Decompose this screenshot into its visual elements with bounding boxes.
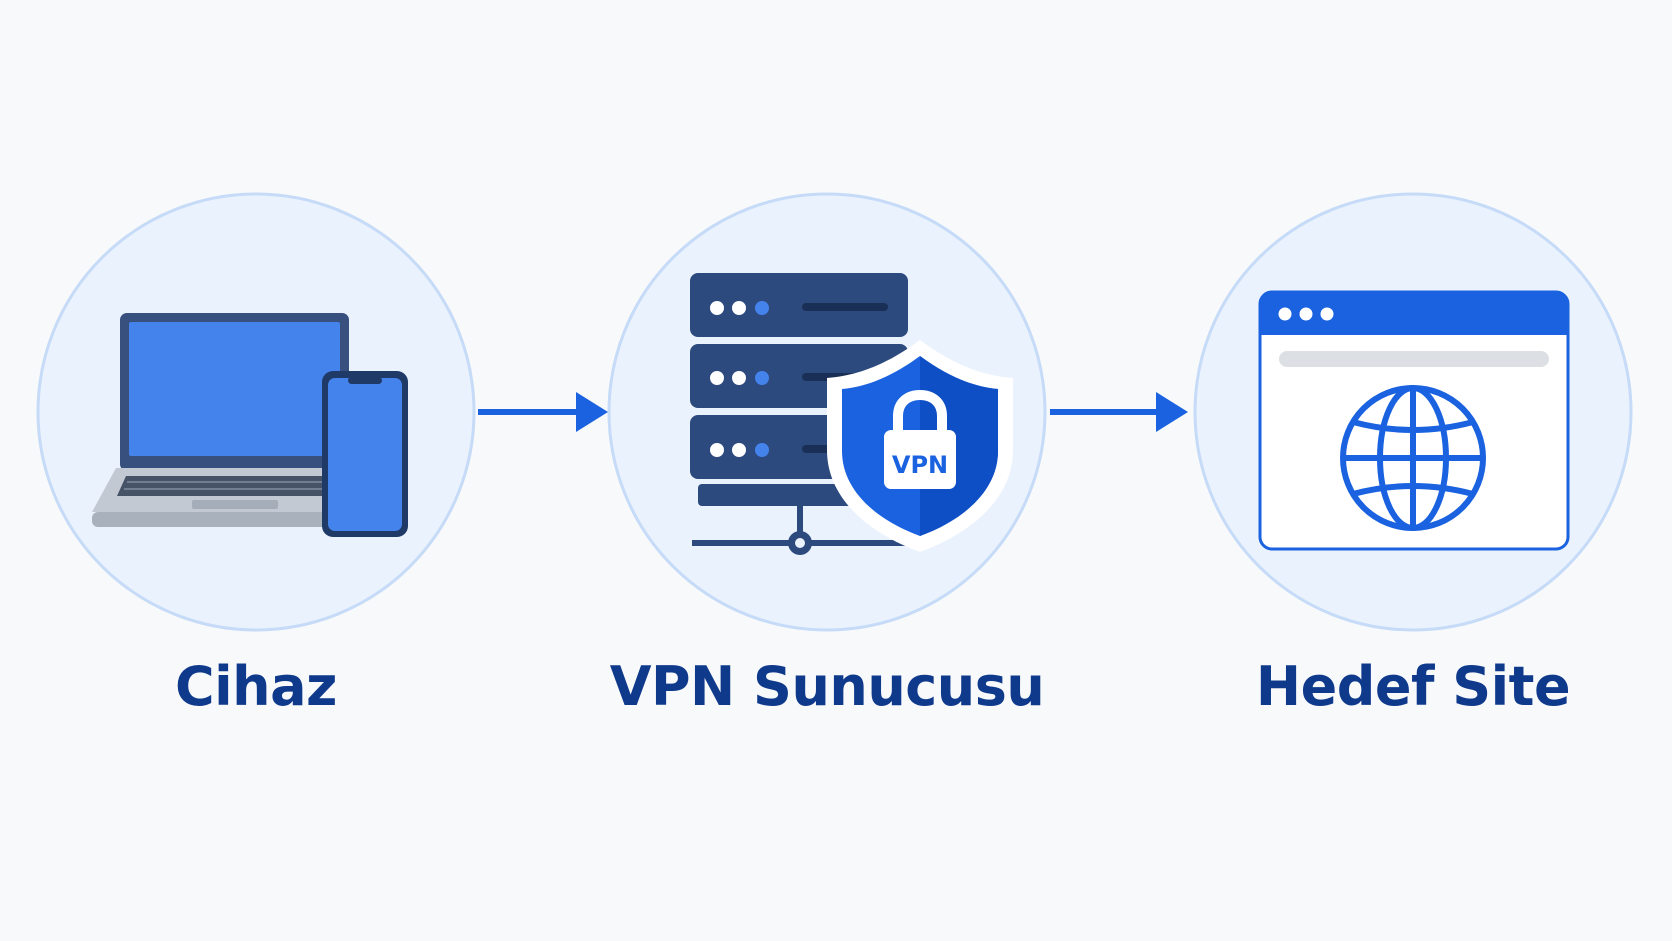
window-dot <box>1278 307 1292 321</box>
browser-globe-icon <box>1258 290 1570 551</box>
vpn-server-label: VPN Sunucusu <box>609 655 1045 718</box>
browser-title-bar <box>1260 292 1568 335</box>
vpn-badge-text: VPN <box>892 451 948 479</box>
padlock-icon: VPN <box>884 389 956 489</box>
globe-icon <box>1340 385 1486 531</box>
window-dot <box>1320 307 1334 321</box>
window-dot <box>1299 307 1313 321</box>
arrow-device-to-vpn <box>478 392 608 432</box>
target-site-label: Hedef Site <box>1255 655 1571 718</box>
address-bar <box>1279 351 1549 367</box>
laptop-icon <box>92 313 380 527</box>
phone-icon <box>322 371 408 537</box>
device-label: Cihaz <box>175 655 337 718</box>
laptop-phone-icon <box>92 313 408 537</box>
arrow-vpn-to-site <box>1050 392 1188 432</box>
server-shield-icon: VPN <box>690 273 1013 555</box>
